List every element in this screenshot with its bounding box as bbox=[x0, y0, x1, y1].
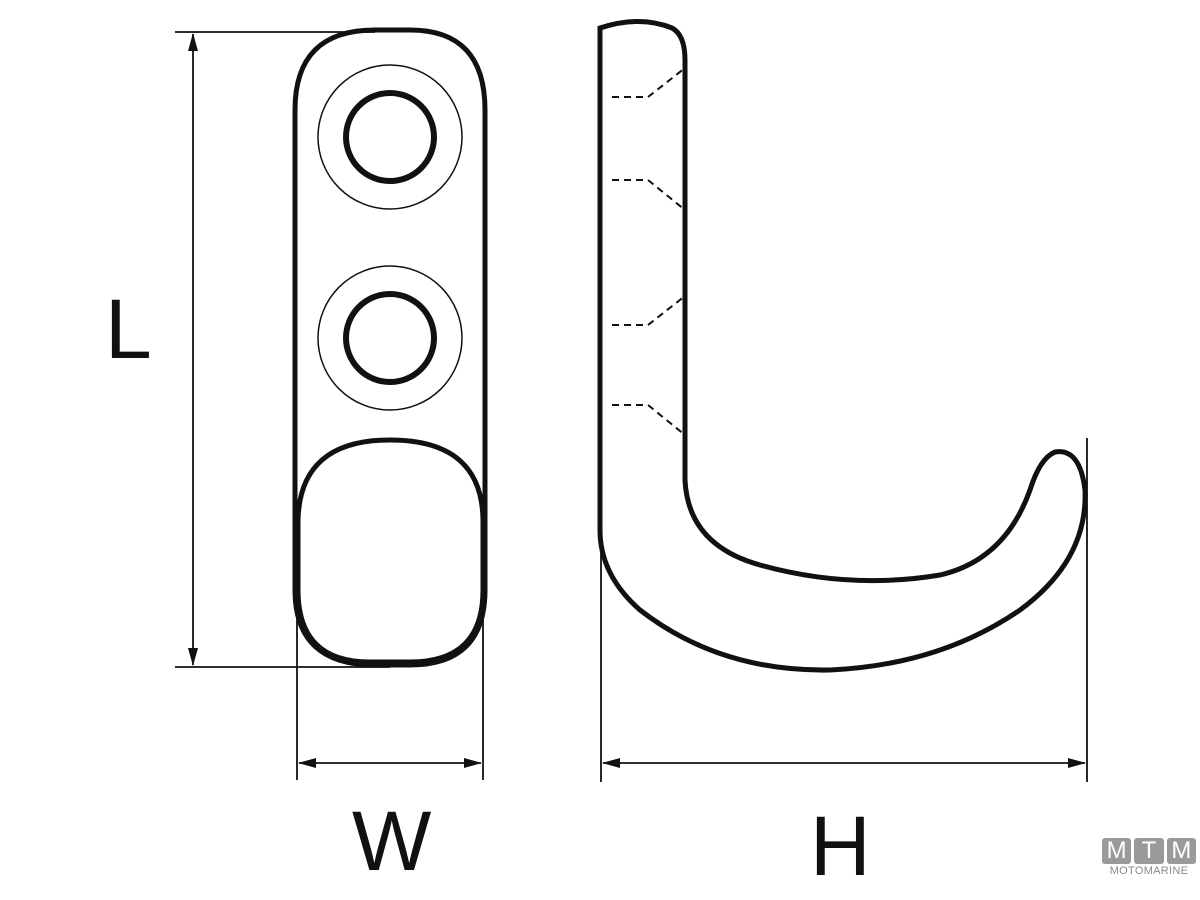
hook-side-view bbox=[597, 19, 1088, 673]
screw-hole-middle bbox=[343, 291, 437, 385]
logo-subtitle: MOTOMARINE bbox=[1109, 865, 1189, 877]
length-dimension bbox=[175, 31, 390, 668]
length-label: L bbox=[105, 282, 152, 376]
width-label: W bbox=[352, 794, 431, 888]
logo-letter: M bbox=[1102, 838, 1132, 864]
logo-letter: M bbox=[1166, 838, 1196, 864]
height-dimension bbox=[600, 438, 1088, 782]
screw-hole-top bbox=[343, 90, 437, 184]
height-label: H bbox=[810, 799, 871, 893]
logo-letter: T bbox=[1134, 838, 1164, 864]
motomarine-logo: M T M MOTOMARINE bbox=[1102, 838, 1196, 877]
mounting-plate-front-view bbox=[292, 27, 488, 668]
width-dimension bbox=[296, 600, 484, 780]
hook-base-oval bbox=[295, 437, 486, 665]
